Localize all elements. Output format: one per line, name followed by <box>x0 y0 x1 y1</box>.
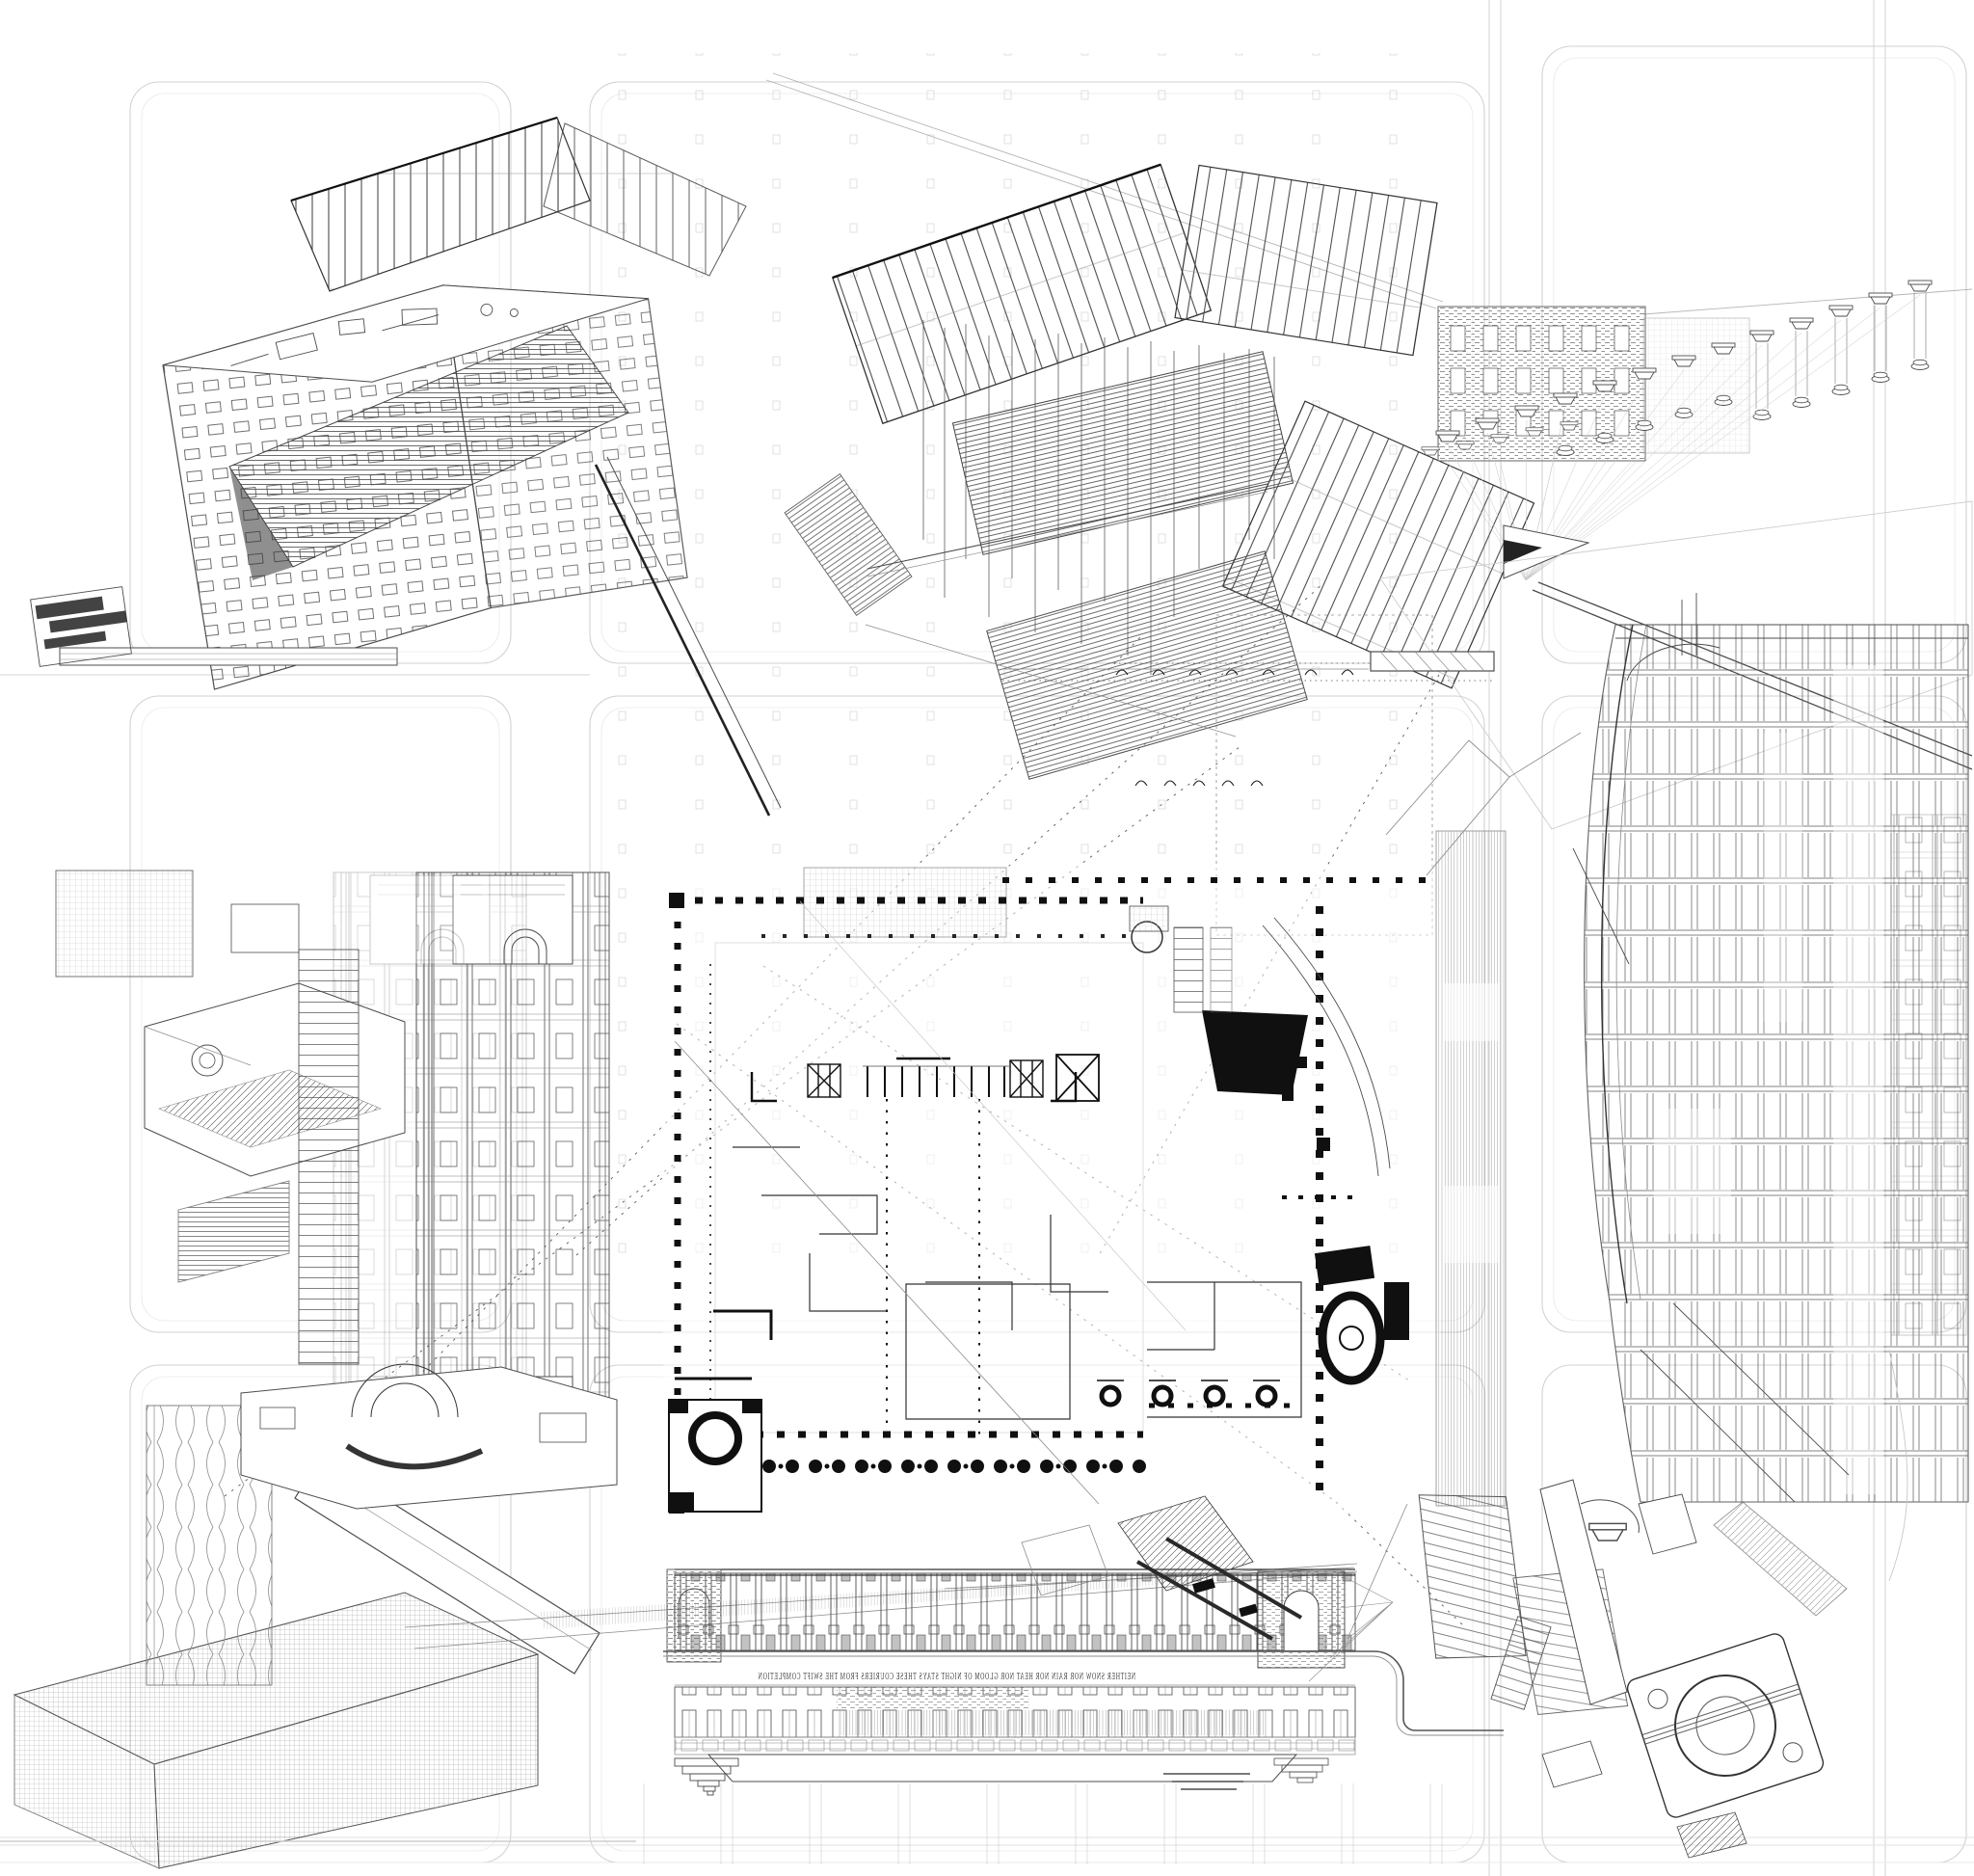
dark-cluster-west <box>30 586 132 667</box>
roof-plane-faint-east <box>1379 500 1973 830</box>
fragments-southeast <box>1308 1349 1908 1859</box>
partition-ticks <box>867 1066 1005 1097</box>
rotunda-southwest <box>668 1399 762 1513</box>
louver-patch <box>784 473 913 616</box>
inscription-text: NEITHER SNOW NOR RAIN NOR HEAT NOR GLOOM… <box>758 1672 1135 1682</box>
dark-spike <box>594 464 771 817</box>
facade-inverted-south: NEITHER SNOW NOR RAIN NOR HEAT NOR GLOOM… <box>0 1503 1504 1864</box>
canopy-panel-b <box>1174 164 1438 357</box>
louver-bank-b <box>986 550 1308 780</box>
rooftop-clutter <box>230 303 519 366</box>
ornate-capital-block <box>1626 1633 1825 1818</box>
fragments-south-center <box>1021 1495 1303 1641</box>
poche-walls-dashed <box>674 877 1436 1506</box>
loading-dock-bar <box>59 647 398 666</box>
ornament-assembly <box>240 1363 618 1510</box>
perspective-fan <box>1445 294 1921 581</box>
hanger-rods <box>922 320 1275 675</box>
floor-plan-farley <box>663 830 1507 1514</box>
sloped-beam <box>867 483 1268 570</box>
column-line-dotted <box>886 1099 980 1434</box>
glass-grid-plane-b <box>543 122 747 277</box>
axon-roof-plane <box>162 284 649 383</box>
hatch-box <box>177 1180 290 1283</box>
colonnade-column-dots <box>762 1460 1146 1473</box>
converging-fan-small <box>1308 1576 1394 1682</box>
mullion-ladder-strip <box>298 949 360 1365</box>
canopy-panel-c <box>1221 400 1535 689</box>
elevator-core <box>1055 1054 1100 1102</box>
louver-plane <box>228 325 629 568</box>
shard <box>1638 1493 1697 1555</box>
ring-tail <box>1713 1501 1848 1617</box>
interior-partitions <box>733 1146 1302 1420</box>
echo-slab-east <box>1890 814 1967 1336</box>
axon-building-northwest <box>30 116 782 978</box>
column-procession <box>1421 280 1933 456</box>
shard <box>1539 1479 1628 1705</box>
crosshatch-patch <box>55 870 194 978</box>
stair-scaffold-mid-east <box>1002 651 1582 876</box>
fragment-details-west <box>144 903 406 1365</box>
brick-facade-study <box>1379 280 1973 830</box>
entablature-band <box>663 1650 1504 1736</box>
plinth-slab <box>707 1754 1298 1782</box>
stepped-base-east <box>1273 1757 1329 1783</box>
attic-panel-band <box>674 1736 1356 1755</box>
shard <box>1676 1811 1747 1859</box>
pavilion-east <box>1257 1503 1408 1669</box>
shard <box>1541 1740 1603 1788</box>
structure-ring-east <box>1572 593 1969 1617</box>
stair-icon <box>807 1063 841 1098</box>
glass-canopy-cluster <box>784 163 1535 936</box>
footing-row <box>1115 669 1354 787</box>
paired-column-icon <box>1099 1384 1278 1407</box>
stair-icon <box>1009 1059 1044 1098</box>
rusticated-pavilion-west <box>666 1568 722 1663</box>
black-trapezoid-void <box>1202 1010 1308 1095</box>
pier-field <box>636 1783 1504 1864</box>
east-wing-details <box>1097 830 1507 1507</box>
